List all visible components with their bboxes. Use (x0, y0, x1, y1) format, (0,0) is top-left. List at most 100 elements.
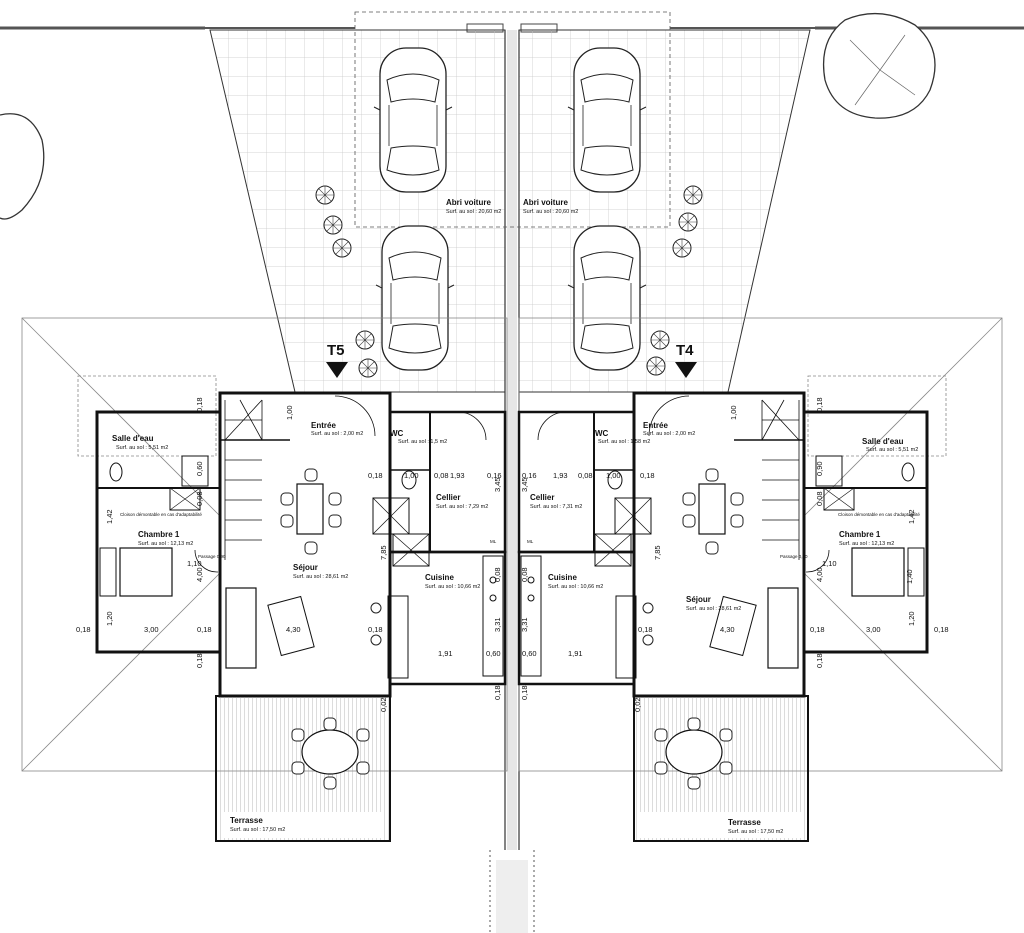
svg-text:1,42: 1,42 (105, 509, 114, 524)
svg-text:1,91: 1,91 (438, 649, 453, 658)
room-cellier-right: Cellier (530, 493, 554, 502)
svg-text:1,00: 1,00 (729, 405, 738, 420)
room-entree-left: Entrée (311, 421, 336, 430)
svg-text:1,00: 1,00 (285, 405, 294, 420)
svg-text:0,08: 0,08 (493, 567, 502, 582)
svg-text:0,18: 0,18 (640, 471, 655, 480)
car-left-1 (373, 47, 453, 193)
svg-text:0,18: 0,18 (815, 397, 824, 412)
svg-text:1,20: 1,20 (907, 611, 916, 626)
car-right-1 (567, 47, 647, 193)
note-cloison-right: Cloison démontable en cas d'adaptabilité (838, 512, 920, 517)
svg-text:0,18: 0,18 (493, 685, 502, 700)
car-right-2 (567, 225, 647, 371)
svg-text:0,18: 0,18 (195, 653, 204, 668)
note-passage-right: Passage 0,90 (780, 554, 808, 559)
surf-sejour-left: Surf. au sol : 28,61 m2 (293, 574, 348, 580)
svg-text:1,93: 1,93 (450, 471, 465, 480)
surf-cuisine-right: Surf. au sol : 10,66 m2 (548, 584, 603, 590)
svg-text:4,00: 4,00 (195, 567, 204, 582)
terrasse-left (215, 695, 391, 842)
svg-text:0,90: 0,90 (815, 461, 824, 476)
svg-text:0,18: 0,18 (368, 471, 383, 480)
svg-text:1,42: 1,42 (907, 509, 916, 524)
svg-text:1,40: 1,40 (905, 569, 914, 584)
surf-wc-right: Surf. au sol : 1,58 m2 (598, 439, 650, 445)
appliance-ml-left: ML (490, 539, 497, 544)
svg-text:3,31: 3,31 (493, 617, 502, 632)
room-wc-right: WC (595, 429, 609, 438)
svg-text:0,18: 0,18 (197, 625, 212, 634)
svg-text:1,00: 1,00 (404, 471, 419, 480)
svg-text:4,30: 4,30 (286, 625, 301, 634)
svg-text:3,31: 3,31 (520, 617, 529, 632)
surf-wc-left: Surf. au sol : 1,5 m2 (398, 439, 447, 445)
svg-text:1,10: 1,10 (187, 559, 202, 568)
unit-tag-left: T5 (327, 342, 345, 359)
surf-terrasse-right: Surf. au sol : 17,50 m2 (728, 829, 783, 835)
svg-text:1,20: 1,20 (105, 611, 114, 626)
svg-text:3,45: 3,45 (493, 477, 502, 492)
surf-cellier-left: Surf. au sol : 7,29 m2 (436, 504, 488, 510)
svg-text:0,18: 0,18 (76, 625, 91, 634)
room-cuisine-right: Cuisine (548, 573, 577, 582)
svg-text:7,85: 7,85 (653, 545, 662, 560)
room-cellier-left: Cellier (436, 493, 460, 502)
svg-text:0,18: 0,18 (520, 685, 529, 700)
surf-chambre-left: Surf. au sol : 12,13 m2 (138, 541, 193, 547)
room-chambre-right: Chambre 1 (839, 530, 881, 539)
svg-text:3,45: 3,45 (520, 477, 529, 492)
unit-tag-right: T4 (676, 342, 694, 359)
room-salle-right: Salle d'eau (862, 437, 904, 446)
svg-text:0,16: 0,16 (522, 471, 537, 480)
svg-text:1,93: 1,93 (553, 471, 568, 480)
surf-chambre-right: Surf. au sol : 12,13 m2 (839, 541, 894, 547)
svg-text:0,02: 0,02 (379, 697, 388, 712)
room-salle-left: Salle d'eau (112, 434, 154, 443)
svg-text:0,60: 0,60 (522, 649, 537, 658)
terrasse-right (633, 695, 809, 842)
svg-text:1,91: 1,91 (568, 649, 583, 658)
svg-text:0,08: 0,08 (195, 491, 204, 506)
svg-text:3,00: 3,00 (144, 625, 159, 634)
svg-text:0,18: 0,18 (815, 653, 824, 668)
room-sejour-right: Séjour (686, 595, 711, 604)
tree-right (822, 12, 936, 119)
svg-text:0,08: 0,08 (434, 471, 449, 480)
svg-text:0,08: 0,08 (520, 567, 529, 582)
svg-text:1,00: 1,00 (606, 471, 621, 480)
svg-text:3,00: 3,00 (866, 625, 881, 634)
surf-entree-right: Surf. au sol : 2,00 m2 (643, 431, 695, 437)
unit-marker-t5-icon (326, 362, 348, 378)
room-chambre-left: Chambre 1 (138, 530, 180, 539)
svg-text:7,85: 7,85 (379, 545, 388, 560)
surf-cellier-right: Surf. au sol : 7,31 m2 (530, 504, 582, 510)
svg-text:0,08: 0,08 (578, 471, 593, 480)
svg-text:0,18: 0,18 (195, 397, 204, 412)
car-left-2 (375, 225, 455, 371)
surf-abri-right: Surf. au sol : 20,60 m2 (523, 209, 578, 215)
room-terrasse-right: Terrasse (728, 818, 761, 827)
room-sejour-left: Séjour (293, 563, 318, 572)
svg-text:4,00: 4,00 (815, 567, 824, 582)
house-left (95, 391, 507, 698)
tree-left (0, 113, 45, 220)
svg-text:0,18: 0,18 (810, 625, 825, 634)
svg-text:1,10: 1,10 (822, 559, 837, 568)
appliance-ml-right: ML (527, 539, 534, 544)
unit-marker-t4-icon (675, 362, 697, 378)
note-cloison-left: Cloison démontable en cas d'adaptabilité (120, 512, 202, 517)
svg-text:0,18: 0,18 (934, 625, 949, 634)
svg-text:0,08: 0,08 (815, 491, 824, 506)
room-cuisine-left: Cuisine (425, 573, 454, 582)
room-abri-right: Abri voiture (523, 198, 568, 207)
note-passage-left: Passage 0,90 (198, 554, 226, 559)
surf-cuisine-left: Surf. au sol : 10,66 m2 (425, 584, 480, 590)
dims-right: 0,18 3,00 0,18 4,30 0,18 1,91 0,60 0,18 … (520, 397, 949, 712)
svg-text:0,16: 0,16 (487, 471, 502, 480)
garden-path (489, 850, 535, 933)
surf-sejour-right: Surf. au sol : 28,61 m2 (686, 606, 741, 612)
surf-salle-left: Surf. au sol : 5,51 m2 (116, 445, 168, 451)
svg-text:0,18: 0,18 (368, 625, 383, 634)
